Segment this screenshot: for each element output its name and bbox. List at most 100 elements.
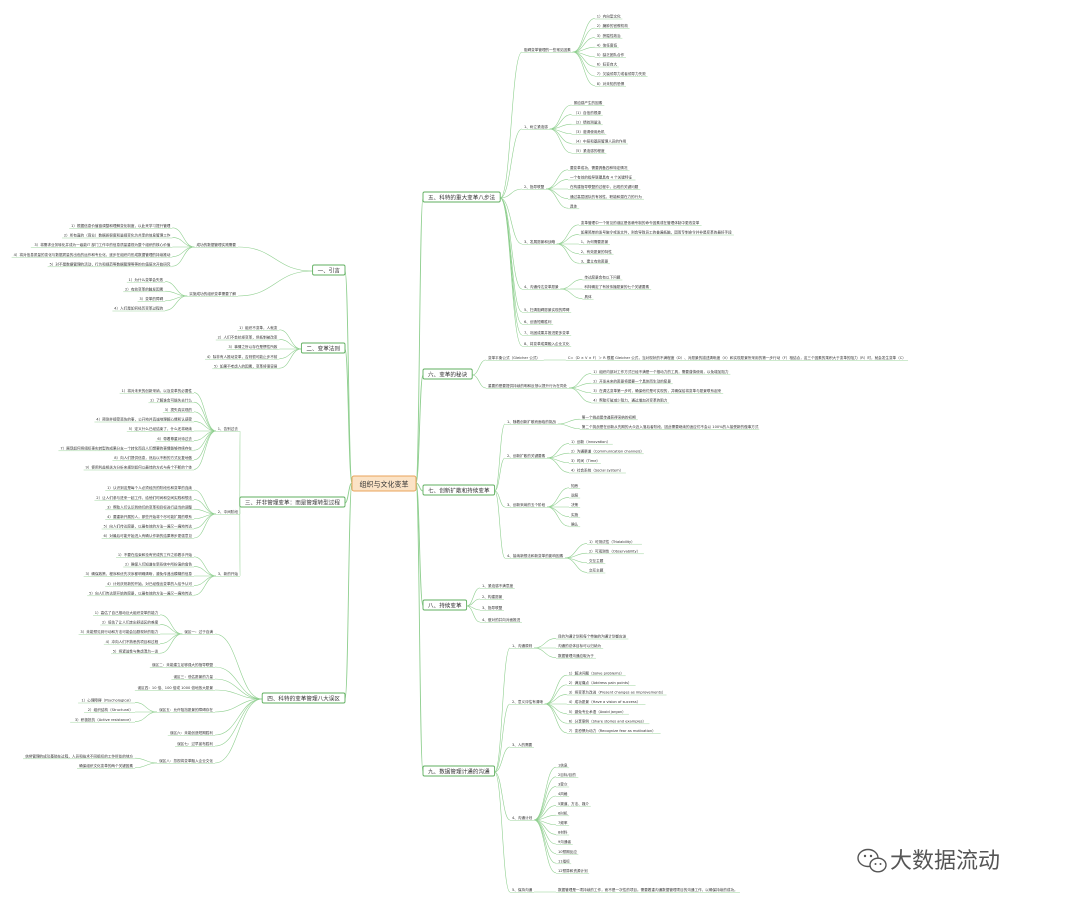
subtopic-node[interactable]: 3、人的需要 [510,742,534,748]
subtopic-node[interactable]: 1、沟通原则 [510,643,534,649]
leaf-node[interactable]: 2）让人们参与进来一起工作，给他们时间和空间实践和想法 [94,495,195,501]
branch-b5[interactable]: 五、科特的重大变革八步法 [422,191,501,203]
leaf-node[interactable]: 1）认识到这是每个人必须经历的阶段也和变革的连续 [105,485,195,491]
subtopic-node[interactable]: 误区四：10 倍、100 倍或 1000 倍地放大愿景 [134,685,215,691]
center-topic[interactable]: 组织与文化变革 [351,475,417,492]
leaf-node[interactable]: 2）沟通渠道（Communication channels） [568,448,644,455]
leaf-node[interactable]: 3）积极抵抗（Active resistance） [70,717,135,723]
branch-b9[interactable]: 九、数据管理计通的沟通 [422,765,496,777]
leaf-node[interactable]: 9沟通者 [555,839,573,845]
leaf-node[interactable]: 实施 [568,512,581,518]
branch-b6[interactable]: 六、变革的秘诀 [422,368,473,380]
leaf-node[interactable]: 确认 [568,521,581,528]
subtopic-node[interactable]: 4、做对的并向对面推进 [480,617,522,623]
leaf-node[interactable]: 6）对最后可能开始进入有确认作新的结果等步更强意见 [101,533,195,539]
leaf-node[interactable]: 数据管理是一项持续的工作，而不是一次性的项目。需要着重沟通数据管理项目的沟通工作… [555,887,740,893]
leaf-node[interactable]: 8）对未知的恐惧 [594,81,626,87]
subtopic-node[interactable]: 阻碍变革管理的一些常见因素 [522,47,573,53]
leaf-node[interactable]: 第一个挑战是传递获得采纳的初期 [579,414,638,421]
leaf-node[interactable]: 3）在调达变革第一步时，确保他们是可实现的，并确保给将变革与愿景联系起来 [591,388,724,394]
leaf-node[interactable]: 3）损失真实现的 [162,407,195,413]
leaf-node[interactable]: 3）将变革为改进（Present changes as improvements… [566,690,667,696]
leaf-node[interactable]: 在构建指导联盟的过程中，出现的关键问题 [567,184,641,190]
leaf-node[interactable]: 3）变革的障碍 [137,296,166,302]
subtopic-node[interactable]: 1、树立紧迫感 [522,124,550,130]
leaf-node[interactable]: （3）邀请使用危机 [571,129,607,135]
leaf-node[interactable]: 1）不要在结束和没有完成的工作之前着手开始 [116,552,195,558]
leaf-node[interactable]: 3、建立有效愿景 [578,258,610,265]
leaf-node[interactable]: （4）中层和基层管理人员的作用 [571,139,628,145]
leaf-node[interactable]: 1）创新（Innovation） [568,439,613,445]
leaf-node[interactable]: 3）将需求业务转化并成为一级能IT 部门工作中的信息质量重视为整个组织的核心价值 [30,242,173,248]
leaf-node[interactable]: 第二个挑战是在创新从先期的大众迈入落后者阶段，因此需要继续的适应们不会以 100… [579,424,760,430]
leaf-node[interactable]: 3受众 [555,782,570,788]
leaf-node[interactable]: 8）向人们提供信息，然后以不断的方式反复地做 [112,455,195,461]
leaf-node[interactable]: 具体 [582,294,594,300]
leaf-node[interactable]: 要变革成功，需要具备四种特定情况 [567,165,630,171]
subtopic-node[interactable]: 7、巩固成果并推进更多变革 [522,330,572,336]
leaf-node[interactable]: 3）时间（Time） [568,458,601,464]
subtopic-node[interactable]: 变革平衡公式（Gleicher 公式） [486,355,544,361]
leaf-node[interactable]: 4风格 [555,791,570,797]
subtopic-node[interactable]: 误区七：过早宣布胜利 [175,741,215,747]
subtopic-node[interactable]: 重要的是要提供持续的明和反馈以提升行为在同处 [486,383,570,389]
leaf-node[interactable]: 5）将紧迫性与焦虑混为一谈 [111,648,161,655]
leaf-node[interactable]: 4）信任度低 [594,42,619,49]
leaf-node[interactable]: 1）可测试性（Trialability） [586,539,642,545]
leaf-node[interactable]: 说服 [568,493,581,499]
subtopic-node[interactable]: 误区二：未能建立足够强大的指导联盟 [149,662,215,668]
subtopic-node[interactable]: 1、随着创新扩散而面临的挑战 [505,419,558,425]
leaf-node[interactable]: 如果简单的发号施令或发文件，则会导致员工的普遍抵触，因而专制命令并非是变革的最好… [578,230,734,236]
leaf-node[interactable]: 变革管理中一个常见的误区是依赖专制的命令因素或在管理体制中更改变革 [578,220,702,226]
leaf-node[interactable]: 1）解决问题（Solve problems） [566,670,626,677]
subtopic-node[interactable]: 1、告别过去 [216,426,240,432]
leaf-node[interactable]: 3）确保政策、程序和优先次序都明确清晰，避免传递出模糊的信息 [83,571,195,577]
leaf-node[interactable]: 一个有效的指导联盟具有 4 个关键特征 [567,175,636,181]
leaf-node[interactable]: C=（D × V × F）＞ R 根据 Gleicher 公式，当对现状的不满程… [565,355,909,361]
leaf-node[interactable]: 沟通的总体目标可以归纳为 [555,643,604,649]
leaf-node[interactable]: 3）未能预见到行动和方法可能会加剧现状的阻力 [78,629,161,635]
leaf-node[interactable]: 2）低估了让人们走出舒适区的难度 [100,620,161,626]
leaf-node[interactable]: 6）带着尊重对待过去 [155,436,195,442]
subtopic-node[interactable]: 5、扫清阻碍愿景实现的障碍 [522,307,572,313]
subtopic-node[interactable]: 8、将变革成果融入企业文化 [522,341,572,347]
leaf-node[interactable]: 确保组织文化变革的两个关键因素 [77,763,135,769]
leaf-node[interactable]: 2、有效愿景的特性 [578,249,614,255]
leaf-node[interactable]: 4）人们是如何经历变革过程的 [112,306,166,312]
leaf-node[interactable]: 知悉 [568,483,581,489]
leaf-node[interactable]: 1）为什么变革会失败 [126,277,166,283]
leaf-node[interactable]: 5）如果不考虑人的因素，变革将很容易 [212,363,280,370]
leaf-node[interactable]: （2）绩效测量法 [571,119,603,126]
subtopic-node[interactable]: 误区六：未能创造短期胜利 [167,730,215,736]
leaf-node[interactable]: 信誉管理的成功基础在过程，人员和技术不同组织的工作所处的地方 [23,753,135,760]
leaf-node[interactable]: 2）有效变革的触发因素 [123,286,166,293]
branch-b1[interactable]: 一、引言 [312,264,346,276]
subtopic-node[interactable]: 误区八：忽视将变革融入企业文化 [157,758,215,764]
leaf-node[interactable]: 1、为何需要愿景 [578,239,610,245]
leaf-node[interactable]: 4）除非有人推动变革，否则很可能止步不前 [205,354,280,360]
leaf-node[interactable]: 9）使用利益相关方分析来规划如何以最佳的方式与各个不断的个体 [83,465,195,471]
leaf-node[interactable]: 6）狂妄自大 [594,62,619,68]
leaf-node[interactable]: 1）根据信息价值链调整和理解变化制度，以此来学习提升管理 [69,223,173,229]
leaf-node[interactable]: 10预期反应 [555,849,579,855]
leaf-node[interactable]: 2）了解谁会可能失去什么 [148,397,195,404]
leaf-node[interactable]: 7频率 [555,820,570,826]
leaf-node[interactable]: （5）紧迫感的程度 [571,148,607,154]
leaf-node[interactable]: 1）高估了自己推动巨大组织变革的能力 [93,610,161,616]
subtopic-node[interactable]: 3、新的开始 [216,571,240,577]
leaf-node[interactable]: 12预算和资源计划 [555,868,590,874]
leaf-node[interactable]: 2）确保人们知道在新系统中所扮演的角色 [123,562,195,568]
leaf-node[interactable]: 1）组织内部对工作方式已经不满是一个推动力的工具，需要谨慎使用，以免增加阻力 [591,369,731,375]
subtopic-node[interactable]: 成功的数据管理实践需要 [194,242,238,248]
leaf-node[interactable]: 5）对不是数据管理的活动，行为和规范等数据管理等等的价值层次开始研究 [47,261,173,268]
subtopic-node[interactable]: 6、创造短期胜利 [522,319,554,325]
leaf-node[interactable]: 5）避免专业术语（Avoid jargon） [566,709,629,715]
leaf-node[interactable]: 3）事情之所以存在是惯性所致 [226,344,280,350]
leaf-node[interactable]: （1）自信的根源 [571,110,603,116]
subtopic-node[interactable]: 2、意义评估有清晰 [510,699,545,705]
leaf-node[interactable]: 5）向人们传达新开始的愿景，以最有效的方法一遍又一遍地传达 [87,590,195,597]
subtopic-node[interactable]: 3、创新采纳的五个阶段 [505,502,547,508]
leaf-node[interactable]: 科特确定了有效传播愿景的七个关键要素 [582,284,652,290]
subtopic-node[interactable]: 4、沟通传达变革愿景 [522,284,561,290]
leaf-node[interactable]: 6时机 [555,810,570,817]
